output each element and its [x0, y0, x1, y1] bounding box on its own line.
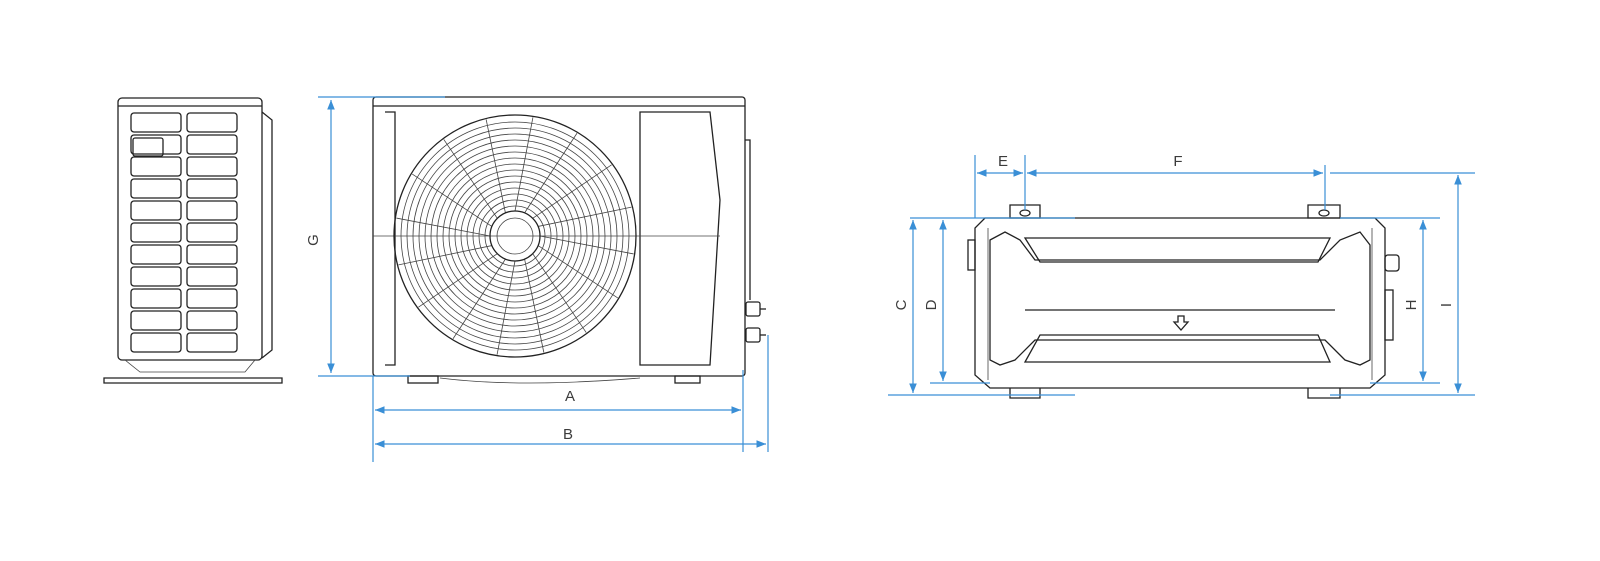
grille-slot — [130, 244, 182, 265]
dimension-labels: A B G C D H I E F — [305, 153, 1455, 443]
grille-slot — [186, 244, 238, 265]
grille-slot — [186, 178, 238, 199]
dim-label-e: E — [998, 153, 1008, 170]
grille-slot — [130, 222, 182, 243]
grille-slot — [186, 200, 238, 221]
grille-slot — [186, 112, 238, 133]
dim-label-g: G — [305, 234, 322, 246]
fan-guard — [393, 114, 637, 358]
front-view — [372, 96, 766, 384]
dim-label-h: H — [1403, 300, 1420, 311]
grille-slot — [186, 310, 238, 331]
grille-slot — [186, 288, 238, 309]
grille-slot — [130, 156, 182, 177]
grille-slot — [130, 310, 182, 331]
grille-slot — [186, 266, 238, 287]
dim-label-d: D — [923, 299, 940, 310]
grille-slot — [130, 266, 182, 287]
grille-slot — [130, 178, 182, 199]
dim-label-i: I — [1438, 303, 1455, 307]
grille-slot — [130, 332, 182, 353]
dim-label-c: C — [893, 299, 910, 310]
grille-slot — [130, 134, 182, 155]
grille-slot — [186, 156, 238, 177]
side-view — [103, 97, 283, 384]
dimension-lines — [318, 96, 1475, 462]
dim-label-a: A — [565, 388, 575, 405]
dim-label-b: B — [563, 426, 573, 443]
grille-slot — [130, 288, 182, 309]
grille-slot — [130, 112, 182, 133]
dim-label-f: F — [1173, 153, 1182, 170]
grille-slot — [130, 200, 182, 221]
grille-slot — [186, 332, 238, 353]
service-valves — [745, 301, 766, 343]
top-view — [967, 204, 1400, 399]
grille-slot — [186, 222, 238, 243]
grille-slot — [186, 134, 238, 155]
